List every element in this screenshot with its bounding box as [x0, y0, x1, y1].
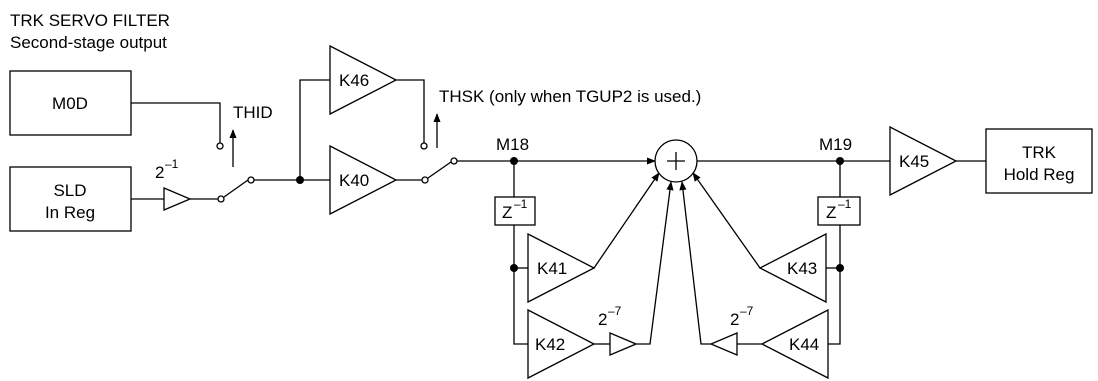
right-z-delay-base: Z [826, 203, 836, 222]
m19-label: M19 [819, 135, 852, 154]
left-scaler-base: 2 [598, 310, 607, 329]
thid-switch-blade [223, 179, 249, 198]
sld-in-reg-block [9, 166, 132, 232]
right-delay-bus [828, 225, 841, 345]
trk-hold-reg-block [985, 128, 1093, 194]
k46-to-thsk-wire [396, 79, 425, 143]
trk-label-line1: TRK [1022, 143, 1057, 162]
k41-to-sum-arrow [593, 172, 660, 269]
k44-gain-block [760, 308, 829, 380]
thsk-label: THSK (only when TGUP2 is used.) [439, 87, 701, 106]
input-scaler-exp: –1 [165, 157, 179, 171]
m0d-label: M0D [52, 94, 88, 113]
thid-contact-lower [217, 195, 225, 203]
k40-label: K40 [339, 171, 369, 190]
k45-label: K45 [899, 152, 929, 171]
left-z-delay-base: Z [502, 203, 512, 222]
left-scaler-exp: –7 [608, 304, 622, 318]
k43-gain-block [758, 232, 827, 304]
left-scaler-to-sum-arrow [636, 181, 674, 345]
input-scaler-buffer [163, 187, 192, 211]
right-z-delay-exp: –1 [838, 197, 852, 211]
left-z-delay-exp: –1 [514, 197, 528, 211]
k43-label: K43 [787, 259, 817, 278]
diagram-subtitle: Second-stage output [10, 33, 167, 52]
k43-to-sum-arrow [692, 172, 761, 269]
right-scaler-to-sum-arrow [679, 181, 711, 345]
k44-label: K44 [789, 335, 819, 354]
m18-label: M18 [496, 135, 529, 154]
left-scaler-buffer [609, 332, 638, 356]
left-delay-bus [513, 225, 528, 345]
thsk-contact-upper [420, 142, 428, 150]
k40-gain-block [329, 144, 398, 216]
left-z-delay-block [494, 196, 536, 226]
thid-label: THID [233, 103, 273, 122]
m0d-to-thid-wire [131, 102, 221, 143]
k45-gain-block [889, 125, 958, 197]
thsk-contact-lower [421, 176, 429, 184]
thid-contact-upper [216, 142, 224, 150]
sld-label-line1: SLD [53, 181, 86, 200]
diagram-title: TRK SERVO FILTER [10, 11, 170, 30]
m0d-block [9, 70, 132, 136]
right-scaler-base: 2 [730, 310, 739, 329]
junction-to-k46-wire [299, 79, 330, 180]
thsk-pivot [450, 157, 458, 165]
k42-label: K42 [535, 335, 565, 354]
right-z-delay-block [817, 196, 861, 226]
sld-label-line2: In Reg [45, 203, 95, 222]
k41-gain-block [527, 232, 596, 304]
k41-label: K41 [537, 259, 567, 278]
k46-label: K46 [339, 71, 369, 90]
k42-gain-block [527, 308, 596, 380]
trk-label-line2: Hold Reg [1004, 165, 1075, 184]
thid-pivot [247, 176, 255, 184]
thsk-switch-blade [427, 161, 452, 179]
right-scaler-buffer [709, 332, 738, 356]
right-scaler-exp: –7 [740, 304, 754, 318]
input-scaler-base: 2 [155, 163, 164, 182]
k46-gain-block [329, 44, 398, 116]
